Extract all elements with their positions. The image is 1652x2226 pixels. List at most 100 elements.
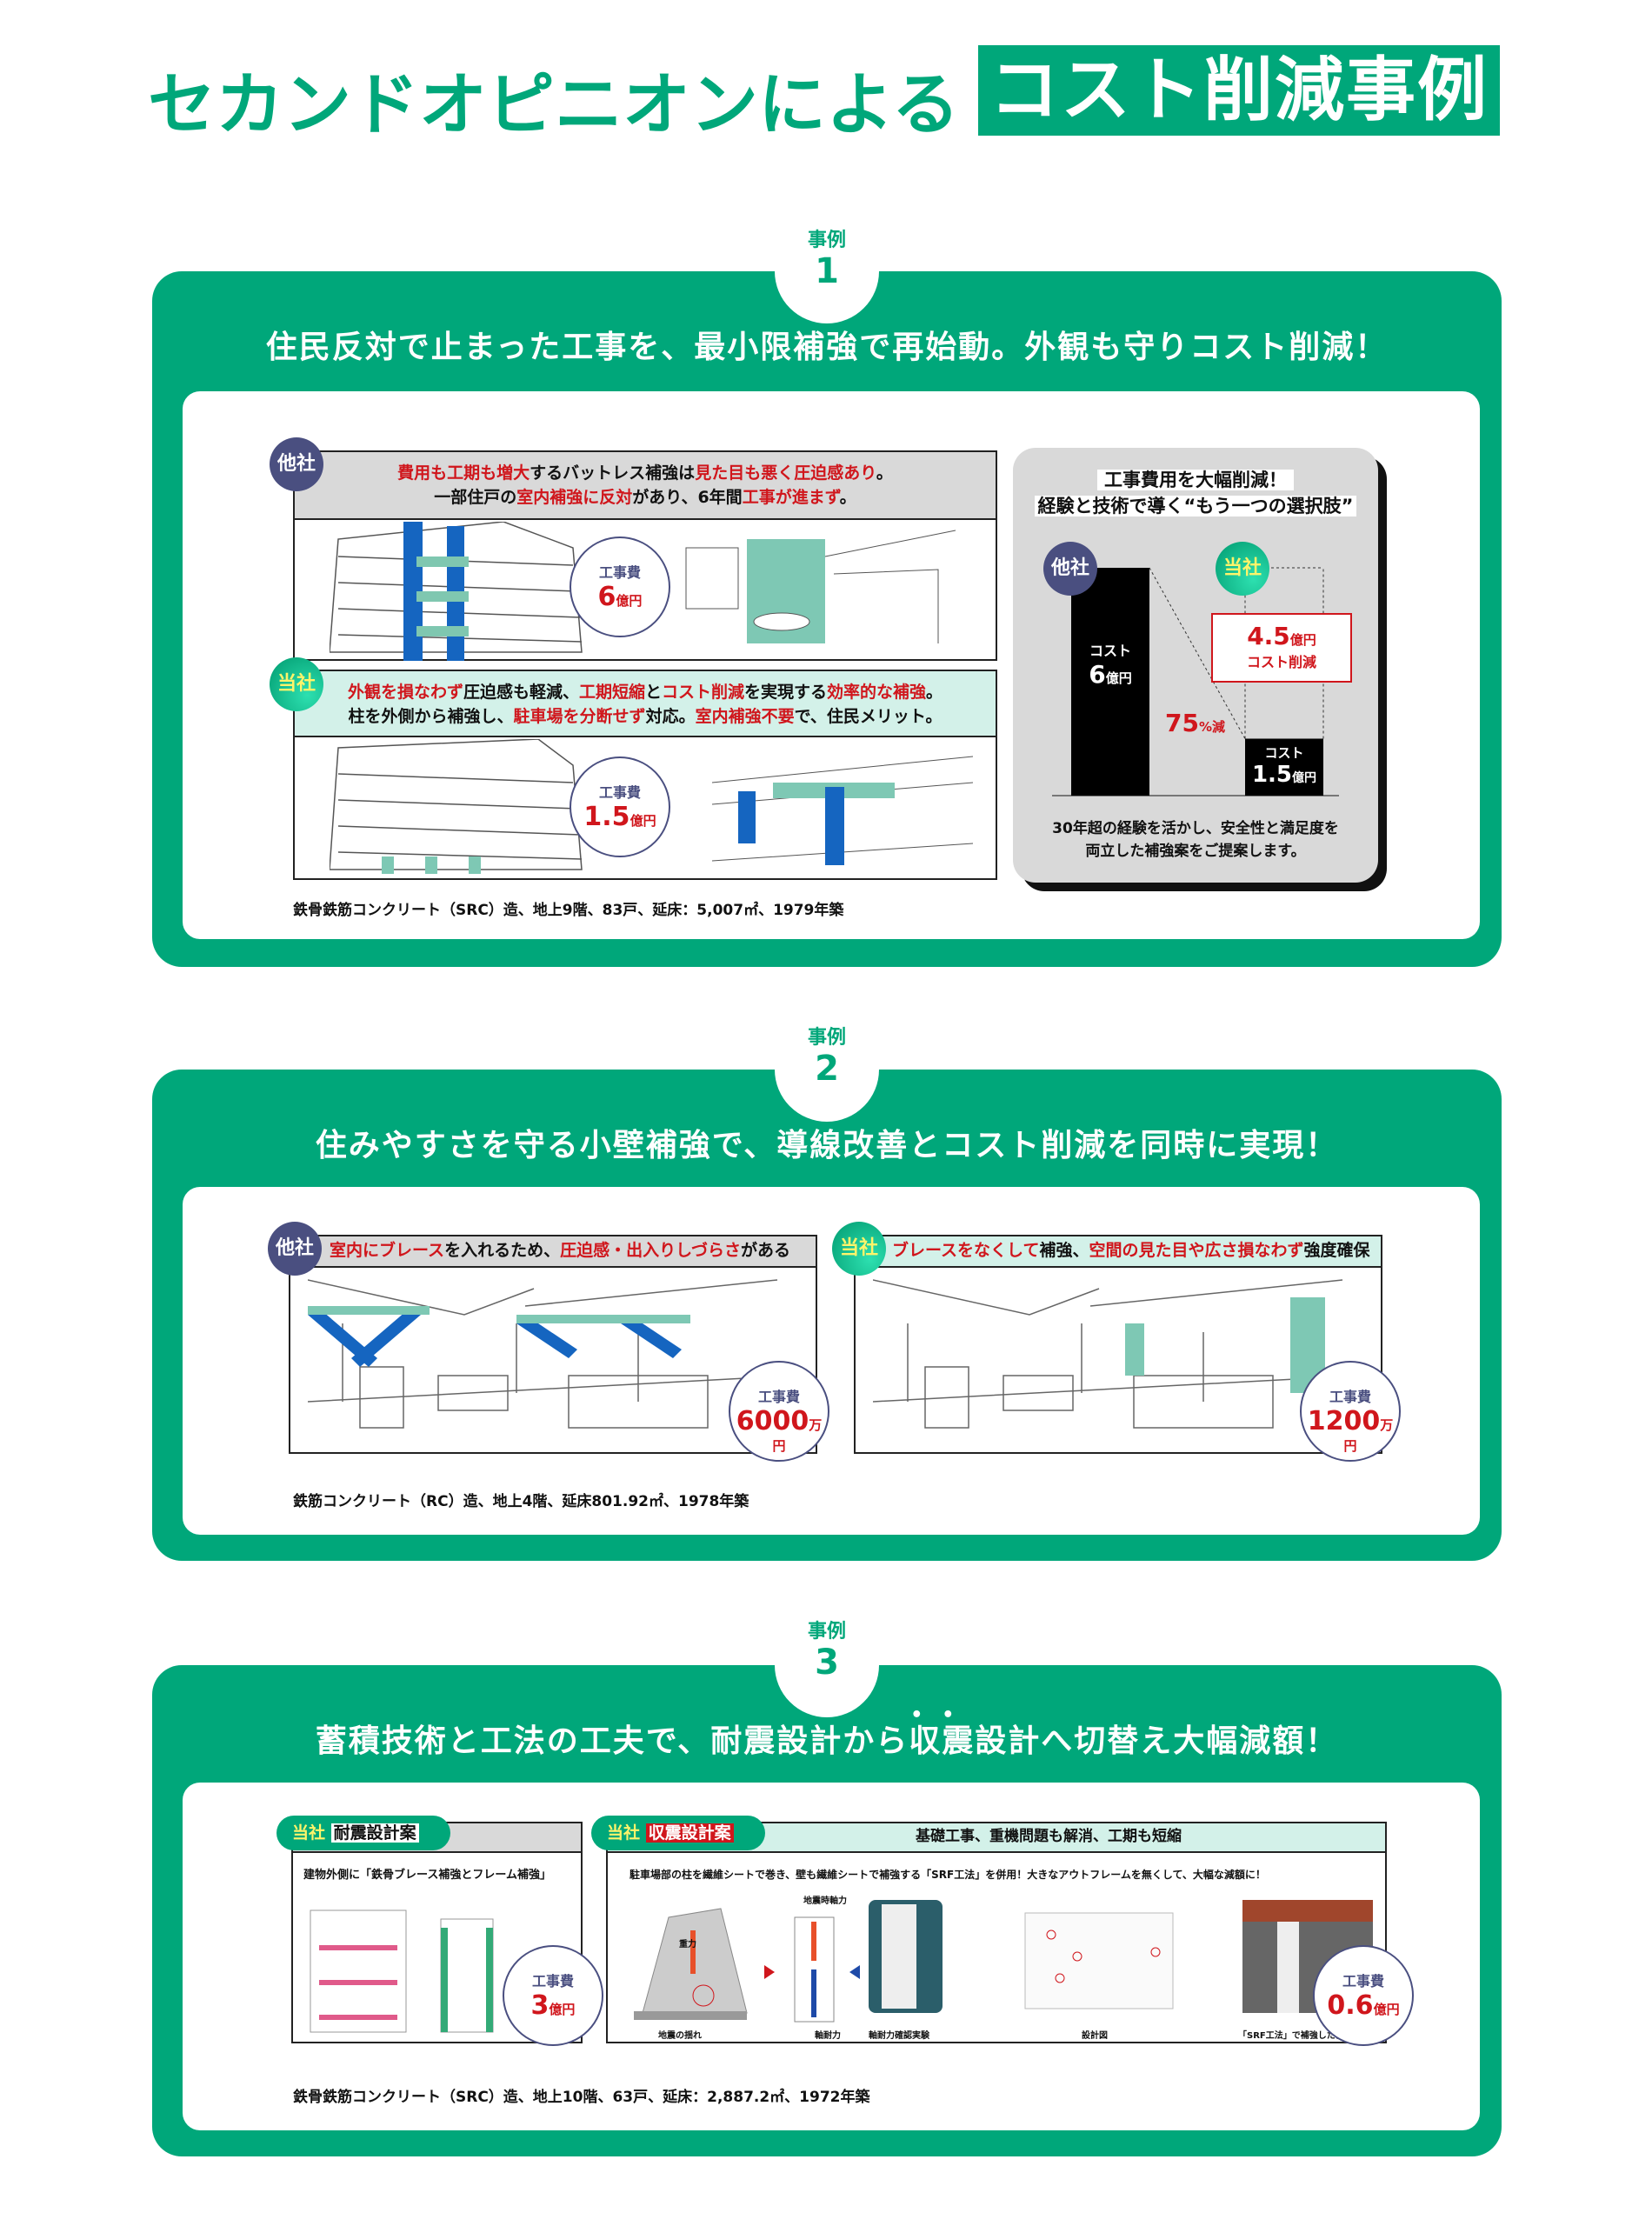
title-part: 設計へ切替え大幅減額！ bbox=[975, 1723, 1339, 1759]
other-company-panel: 室内にブレースを入れるため、圧迫感・出入りしづらさがある bbox=[289, 1235, 817, 1454]
cost-label: 工事費 bbox=[1342, 1973, 1384, 1989]
highlighted-text: 駐車場を分断せず bbox=[513, 707, 646, 726]
text-segment: を入れるため、 bbox=[444, 1241, 561, 1260]
text-segment: を実現する bbox=[744, 683, 828, 702]
reduction-label: コスト削減 bbox=[1246, 654, 1316, 670]
page-title-highlight: コスト削減事例 bbox=[978, 45, 1500, 136]
text-segment: 対応。 bbox=[645, 707, 696, 726]
bar-value: 6 bbox=[1089, 660, 1106, 689]
cost-value: 6000 bbox=[736, 1406, 809, 1436]
description-line: 一部住戸の室内補強に反対があり、6年間工事が進まず。 bbox=[295, 485, 996, 510]
bar-ours bbox=[1245, 738, 1323, 796]
other-company-badge: 他社 bbox=[270, 437, 323, 491]
cost-label: 工事費 bbox=[598, 784, 641, 801]
text-segment: 補強、 bbox=[1039, 1241, 1089, 1260]
description-line: 費用も工期も増大するバットレス補強は見た目も悪く圧迫感あり。 bbox=[295, 461, 996, 485]
caption-axial-capacity: 軸耐力 bbox=[815, 2031, 841, 2041]
highlighted-text: 室内補強不要 bbox=[695, 707, 795, 726]
case-title: 住民反対で止まった工事を、最小限補強で再始動。外観も守りコスト削減！ bbox=[265, 330, 1389, 365]
chart-heading: 工事費用を大幅削減！ 経験と技術で導く“もう一つの選択肢” bbox=[1013, 467, 1378, 519]
cost-unit: 万円 bbox=[1343, 1417, 1394, 1454]
chart-ours-badge: 当社 bbox=[1216, 542, 1269, 596]
our-description: 外観を損なわず圧迫感も軽減、工期短縮とコスト削減を実現する効率的な補強。 柱を外… bbox=[295, 671, 996, 737]
cost-unit: 億円 bbox=[629, 813, 656, 829]
cost-label: 工事費 bbox=[1329, 1389, 1371, 1405]
text-segment: があり、6年間 bbox=[632, 488, 743, 507]
cost-unit: 億円 bbox=[549, 2002, 576, 2017]
bar-cost-label: コスト bbox=[1264, 745, 1304, 761]
highlighted-text: 外観を損なわず bbox=[347, 683, 463, 702]
reduction-box: 4.5億円コスト削減 bbox=[1211, 613, 1352, 683]
text-segment: 。 bbox=[876, 463, 893, 483]
reduction-guide-line bbox=[1149, 567, 1246, 739]
tag-company: 当社 bbox=[292, 1823, 326, 1843]
cost-label: 工事費 bbox=[598, 564, 641, 581]
case-word: 事例 bbox=[807, 230, 846, 251]
building-spec: 鉄筋コンクリート（RC）造、地上4階、延床801.92㎡、1978年築 bbox=[293, 1493, 749, 1510]
cost-unit: 億円 bbox=[1373, 2002, 1400, 2017]
reduction-percent: 75%減 bbox=[1165, 709, 1225, 737]
highlighted-text: 工事が進まず bbox=[742, 488, 840, 507]
cost-value: 6 bbox=[597, 582, 616, 612]
caption-earthquake-shaking: 地震の揺れ bbox=[658, 2031, 702, 2041]
description-line: 外観を損なわず圧迫感も軽減、工期短縮とコスト削減を実現する効率的な補強。 bbox=[295, 680, 996, 704]
caption-reinforced-column: 「SRF工法」で補強した柱 bbox=[1238, 2031, 1344, 2041]
highlighted-text: 効率的な補強 bbox=[827, 683, 927, 702]
our-description: ブレースをなくして補強、空間の見た目や広さ損なわず強度確保 bbox=[856, 1236, 1381, 1268]
other-description: 室内にブレースを入れるため、圧迫感・出入りしづらさがある bbox=[290, 1236, 816, 1268]
bar-unit: 億円 bbox=[1105, 670, 1132, 686]
caption-seismic-axial-force: 地震時軸力 bbox=[803, 1896, 847, 1906]
seismic-absorbing-tag: 当社 収震設計案 bbox=[591, 1816, 765, 1850]
cost-label: 工事費 bbox=[531, 1973, 574, 1989]
caption-gravity: 重力 bbox=[679, 1940, 696, 1949]
title-emphasis: ••収震 bbox=[909, 1704, 976, 1759]
other-description: 費用も工期も増大するバットレス補強は見た目も悪く圧迫感あり。 一部住戸の室内補強… bbox=[295, 452, 996, 520]
highlighted-text: 室内にブレース bbox=[330, 1241, 445, 1260]
case-title: 蓄積技術と工法の工夫で、耐震設計から••収震設計へ切替え大幅減額！ bbox=[152, 1704, 1502, 1761]
highlighted-text: 費用も工期も増大 bbox=[397, 463, 530, 483]
external-reinforcement-illustration bbox=[330, 739, 973, 874]
description-line: 柱を外側から補強し、駐車場を分断せず対応。室内補強不要で、住民メリット。 bbox=[295, 704, 996, 729]
case-number: 3 bbox=[815, 1643, 839, 1683]
chart-footer: 30年超の経験を活かし、安全性と満足度を両立した補強案をご提案します。 bbox=[1013, 817, 1378, 863]
seismic-absorbing-panel: 基礎工事、重機問題も解消、工期も短縮 駐車場部の柱を繊維シートで巻き、壁も繊維シ… bbox=[606, 1822, 1387, 2043]
tag-company: 当社 bbox=[607, 1823, 641, 1843]
case-word: 事例 bbox=[807, 1621, 846, 1643]
office-small-wall-illustration bbox=[873, 1279, 1360, 1429]
brace-frame-drawing bbox=[310, 1909, 494, 2033]
seismic-resistance-tag: 当社 耐震設計案 bbox=[276, 1816, 450, 1850]
our-company-panel: ブレースをなくして補強、空間の見た目や広さ損なわず強度確保 bbox=[854, 1235, 1382, 1454]
text-segment: で、住民メリット。 bbox=[794, 707, 943, 726]
our-company-badge: 当社 bbox=[270, 657, 323, 711]
bar-unit: 億円 bbox=[1292, 771, 1317, 785]
text-segment: 柱を外側から補強し、 bbox=[348, 707, 514, 726]
cost-value: 3 bbox=[530, 1990, 550, 2021]
chart-footer-line2: 両立した補強案をご提案します。 bbox=[1085, 843, 1306, 860]
bar-value: 1.5 bbox=[1251, 762, 1293, 788]
reduction-unit: 億円 bbox=[1289, 632, 1316, 648]
case-number: 1 bbox=[815, 251, 839, 291]
caption-design-drawing: 設計図 bbox=[1082, 2031, 1108, 2041]
case-word: 事例 bbox=[807, 1027, 846, 1049]
page-title: セカンドオピニオンによる bbox=[148, 66, 960, 144]
text-segment: 一部住戸の bbox=[434, 488, 517, 507]
srf-method-illustrations bbox=[634, 1900, 1373, 2023]
chart-footer-line1: 30年超の経験を活かし、安全性と満足度を bbox=[1052, 820, 1339, 837]
percent-unit: %減 bbox=[1198, 719, 1225, 735]
highlighted-text: 空間の見た目や広さ損なわず bbox=[1089, 1241, 1304, 1260]
cost-unit: 万円 bbox=[772, 1417, 823, 1454]
highlighted-text: ブレースをなくして bbox=[892, 1241, 1040, 1260]
office-brace-illustration bbox=[308, 1279, 795, 1429]
highlighted-text: 見た目も悪く圧迫感あり bbox=[695, 463, 876, 483]
chart-other-badge: 他社 bbox=[1043, 542, 1097, 596]
cost-value: 0.6 bbox=[1327, 1990, 1374, 2021]
highlighted-text: 工期短縮 bbox=[578, 683, 645, 702]
chart-heading-line1: 工事費用を大幅削減！ bbox=[1097, 470, 1294, 490]
